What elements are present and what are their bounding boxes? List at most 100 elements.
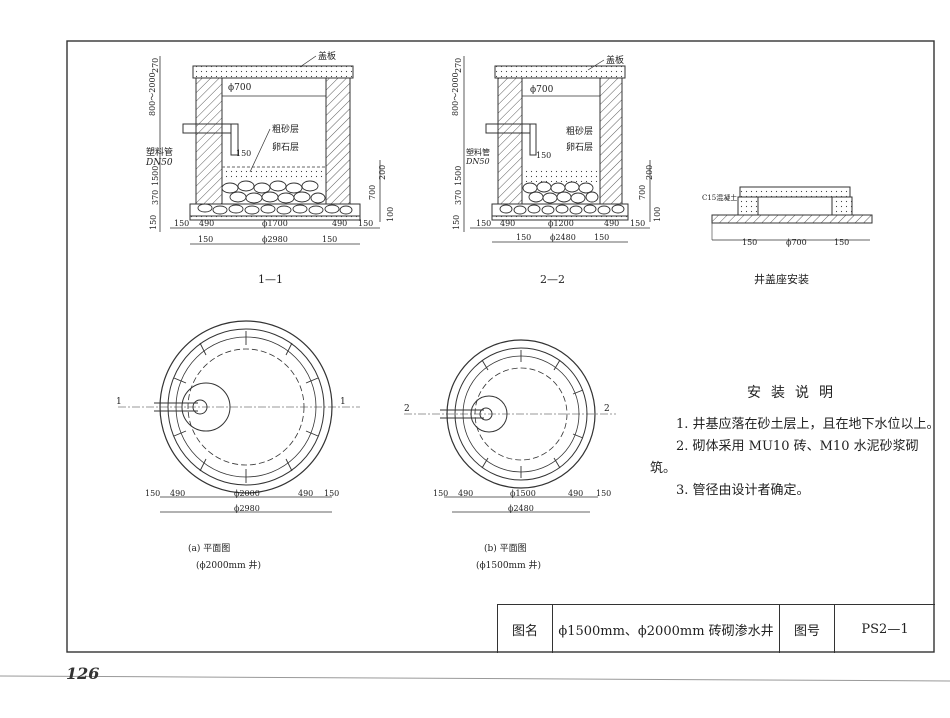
label-phi700-2: ϕ700 <box>530 85 554 95</box>
dim-phi700-cover: ϕ700 <box>786 238 807 247</box>
label-c15: C15混凝土 <box>702 193 737 202</box>
plan-a-dim-phi2000: ϕ2000 <box>234 489 260 498</box>
label-cover: 盖板 <box>318 50 336 62</box>
left-wall <box>195 77 223 205</box>
page-number: 126 <box>66 664 100 683</box>
dim-150-v2: 150 <box>452 215 461 230</box>
dim-150-r2: 150 <box>322 235 337 244</box>
label-150-pipe: 150 <box>236 149 251 158</box>
dim-200: 200 <box>378 165 387 180</box>
plan-b-brick-marks <box>481 350 584 478</box>
label-dn50: DN50 <box>145 158 173 168</box>
dim-phi2480: ϕ2480 <box>550 233 576 242</box>
dim-370-2: 370 <box>454 190 463 205</box>
cut-mark-1-right: 1 <box>340 397 346 407</box>
plan-a-dim-150-r: 150 <box>324 489 339 498</box>
plan-a-dim-150-l: 150 <box>145 489 160 498</box>
cut-mark-2-left: 2 <box>404 404 410 414</box>
plan-a-dim-490-l: 490 <box>170 489 185 498</box>
dim-150-l-2: 150 <box>476 219 491 228</box>
plan-a-dim-490-r: 490 <box>298 489 313 498</box>
right-wall <box>325 77 351 205</box>
sand-layer-2 <box>522 170 600 182</box>
dim-200-2: 200 <box>645 165 654 180</box>
dim-phi1200: ϕ1200 <box>548 219 574 228</box>
dim-800-2000: 800～2000 <box>148 72 157 116</box>
caption-plan-a-sub: (ϕ2000mm 井) <box>196 559 261 571</box>
note-item-2: 2. 砌体采用 MU10 砖、M10 水泥砂浆砌筑。 <box>650 439 919 476</box>
label-gravel-2: 卵石层 <box>566 142 593 153</box>
cut-mark-2-right: 2 <box>604 404 610 414</box>
label-phi700: ϕ700 <box>228 83 252 93</box>
left-wall-2 <box>497 77 523 205</box>
base-slab-2 <box>491 203 629 217</box>
label-dn50-2: DN50 <box>465 157 490 166</box>
plan-b-dim-490-r: 490 <box>568 489 583 498</box>
plan-b-dim-490-l: 490 <box>458 489 473 498</box>
label-coarse-sand: 粗砂层 <box>272 123 299 135</box>
dim-490-r: 490 <box>332 219 347 228</box>
dim-150-cover-l: 150 <box>742 238 757 247</box>
inlet-pipe <box>182 123 232 134</box>
gravel-layer <box>197 180 353 215</box>
dim-phi2980: ϕ2980 <box>262 235 288 244</box>
plan-a-brick-marks <box>173 331 319 483</box>
cut-mark-1-left: 1 <box>116 397 122 407</box>
dim-700-2: 700 <box>638 185 647 200</box>
dim-800-2000-2: 800～2000 <box>451 72 460 116</box>
section-1-1-drawing: 270 800～2000 1500 370 150 200 700 100 盖板… <box>145 50 395 286</box>
gravel-layer-2 <box>499 181 625 215</box>
title-block: 图名 ϕ1500mm、ϕ2000mm 砖砌渗水井 图号 PS2—1 <box>497 604 935 653</box>
plan-b-dim-phi1500: ϕ1500 <box>510 489 536 498</box>
dim-150-v: 150 <box>149 215 158 230</box>
dim-phi1700: ϕ1700 <box>262 219 288 228</box>
label-150-pipe-2: 150 <box>536 151 551 160</box>
dim-100-2: 100 <box>653 207 662 222</box>
title-block-name: ϕ1500mm、ϕ2000mm 砖砌渗水井 <box>553 605 780 653</box>
dim-1500-2: 1500 <box>454 166 463 186</box>
dim-370: 370 <box>151 190 160 205</box>
plan-b-drawing: 2 2 150 490 ϕ1500 490 150 ϕ2480 (b) 平面图 … <box>404 339 616 571</box>
note-item-3: 3. 管径由设计者确定。 <box>676 483 810 498</box>
dim-490-l: 490 <box>199 219 214 228</box>
dim-150-r: 150 <box>358 219 373 228</box>
section-2-2-drawing: 270 800～2000 1500 370 150 200 700 100 盖板… <box>451 54 662 286</box>
page-edge-line <box>0 675 950 682</box>
caption-plan-a: (a) 平面图 <box>188 543 230 554</box>
caption-plan-b: (b) 平面图 <box>484 543 527 554</box>
caption-section-1: 1—1 <box>258 273 283 286</box>
dim-490-r-2: 490 <box>604 219 619 228</box>
plan-a-dim-phi2980: ϕ2980 <box>234 504 260 513</box>
inlet-pipe-2 <box>485 123 531 134</box>
plan-b-dim-150-l: 150 <box>433 489 448 498</box>
dim-700: 700 <box>368 185 377 200</box>
cover-install-drawing: C15混凝土 150 ϕ700 150 井盖座安装 <box>702 186 873 286</box>
title-block-number-label: 图号 <box>780 605 835 653</box>
label-gravel: 卵石层 <box>272 142 299 153</box>
label-pipe-2: 塑料管 <box>466 147 490 157</box>
caption-plan-b-sub: (ϕ1500mm 井) <box>476 559 541 571</box>
plan-b-dim-150-r: 150 <box>596 489 611 498</box>
dim-150-l: 150 <box>174 219 189 228</box>
dim-150-r-2: 150 <box>630 219 645 228</box>
notes-title: 安装说明 <box>747 385 843 401</box>
title-block-name-label: 图名 <box>498 605 553 653</box>
sand-layer <box>222 167 326 181</box>
note-item-1: 1. 井基应落在砂土层上，且在地下水位以上。 <box>676 417 940 432</box>
dim-1500: 1500 <box>151 166 160 186</box>
dim-150-l2: 150 <box>198 235 213 244</box>
cover-slab <box>192 65 354 79</box>
cover-slab-2 <box>494 65 626 79</box>
cover-seat-slab <box>739 186 851 198</box>
label-coarse-sand-2: 粗砂层 <box>566 125 593 137</box>
dim-150-cover-r: 150 <box>834 238 849 247</box>
plan-a-drawing: 1 1 150 490 ϕ2000 490 150 ϕ2980 (a) 平面图 … <box>116 320 360 571</box>
caption-cover-install: 井盖座安装 <box>754 272 809 286</box>
dim-270-2: 270 <box>454 58 463 73</box>
dim-150-r2-2: 150 <box>594 233 609 242</box>
caption-section-2: 2—2 <box>540 273 565 286</box>
plan-b-dim-phi2480: ϕ2480 <box>508 504 534 513</box>
dim-490-l-2: 490 <box>500 219 515 228</box>
